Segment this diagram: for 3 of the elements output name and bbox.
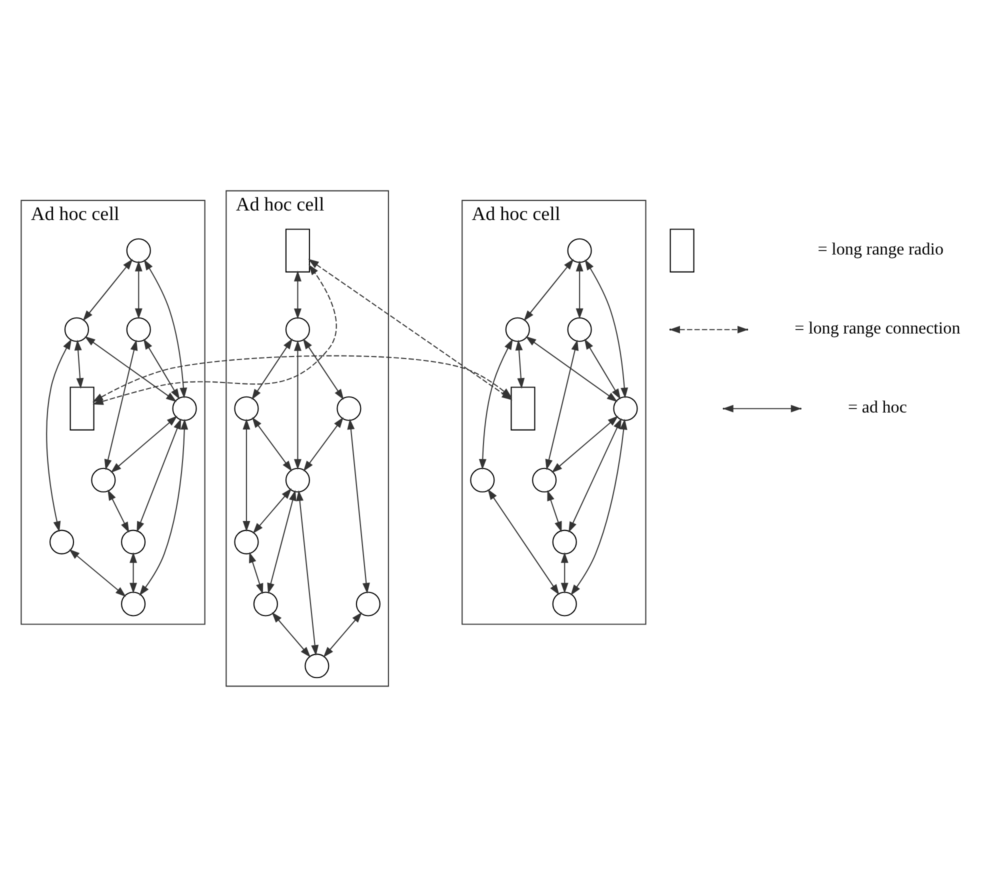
legend-label: = ad hoc — [848, 398, 907, 417]
legend-label: = long range connection — [794, 318, 960, 338]
legend-label: = long range radio — [818, 240, 944, 259]
